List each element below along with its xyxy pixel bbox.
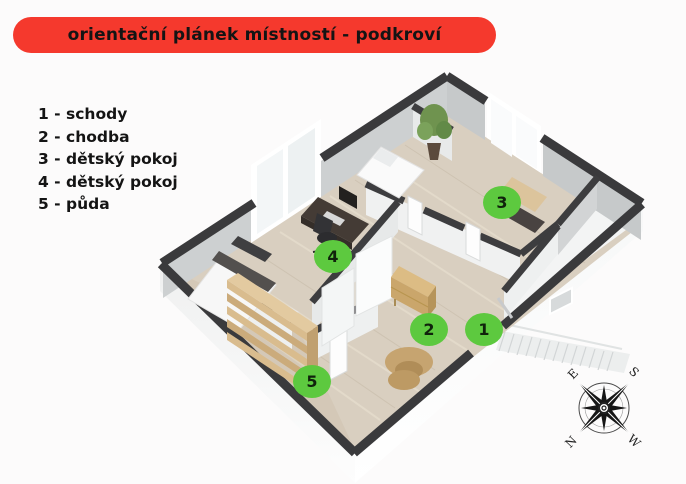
room-marker-detsky-pokoj-4: 4 [314, 240, 352, 273]
legend-item-3: 3 - dětský pokoj [38, 150, 178, 168]
legend-item-1: 1 - schody [38, 105, 128, 123]
room-marker-detsky-pokoj-3: 3 [483, 186, 521, 219]
room-legend: 1 - schody 2 - chodba 3 - dětský pokoj 4… [38, 103, 178, 216]
legend-item-2: 2 - chodba [38, 127, 130, 146]
legend-item-5: 5 - půda [38, 195, 110, 213]
room-marker-chodba: 2 [410, 313, 448, 346]
page-title: orientační plánek místností - podkroví [67, 25, 442, 45]
title-banner: orientační plánek místností - podkroví [13, 17, 496, 53]
window-left [251, 119, 321, 243]
sideboard-room3 [500, 177, 547, 212]
stair-railing [496, 297, 514, 319]
wardrobes-hall [321, 235, 393, 347]
small-exterior-window [549, 286, 573, 316]
tv-cabinet-room4 [231, 236, 272, 262]
dresser-hall [390, 266, 436, 323]
stairwell-floor [505, 178, 626, 318]
armchair-hall [385, 347, 433, 390]
compass-rose-icon [578, 382, 630, 434]
room-marker-schody: 1 [465, 313, 503, 346]
window-right [487, 91, 541, 173]
room-marker-puda: 5 [293, 365, 331, 398]
plant-icon [417, 104, 452, 160]
bed-room3 [356, 146, 425, 199]
exterior-staircase [496, 322, 630, 373]
door-leaves [329, 195, 481, 381]
legend-item-4: 4 - dětský pokoj [38, 172, 178, 191]
